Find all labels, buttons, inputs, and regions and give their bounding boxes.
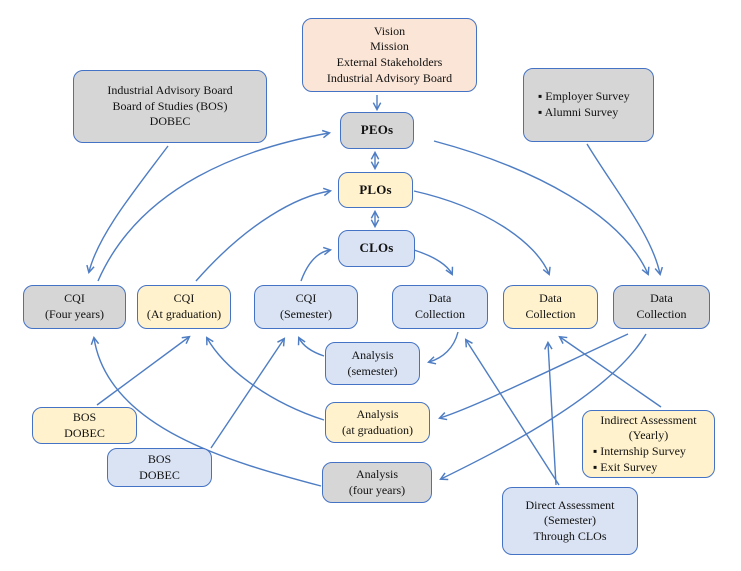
arrow-plos-to-dc-grad — [413, 190, 551, 276]
analysis-four-years-box: Analysis (four years) — [322, 462, 432, 503]
arrow-cqi-four-to-peos — [97, 129, 332, 282]
arrow-cqi-sem-to-clos — [300, 246, 333, 282]
direct-assessment-box: Direct Assessment (Semester) Through CLO… — [502, 487, 638, 555]
bos-dobec-yellow-box: BOS DOBEC — [32, 407, 137, 444]
cqi-semester-text: CQI (Semester) — [280, 291, 332, 321]
clos-label: CLOs — [359, 240, 394, 256]
arrow-indirect-to-dc-grad — [558, 335, 662, 408]
arrow-direct-to-dc-grad — [544, 340, 557, 486]
plos-box: PLOs — [338, 172, 413, 208]
cqi-at-graduation-box: CQI (At graduation) — [137, 285, 231, 329]
arrow-clos-to-dc-sem — [413, 249, 454, 276]
indirect-assessment-box: Indirect Assessment (Yearly) ▪ Internshi… — [582, 410, 715, 478]
analysis-semester-box: Analysis (semester) — [325, 342, 420, 385]
clos-box: CLOs — [338, 230, 415, 267]
cqi-four-years-text: CQI (Four years) — [45, 291, 104, 321]
data-collection-four-years-text: Data Collection — [636, 291, 687, 321]
indirect-assessment-bullets: ▪ Internship Survey ▪ Exit Survey — [593, 444, 686, 474]
arrow-direct-to-dc-sem — [464, 338, 560, 486]
data-collection-semester-box: Data Collection — [392, 285, 488, 329]
bos-dobec-yellow-text: BOS DOBEC — [64, 409, 105, 440]
cqi-four-years-box: CQI (Four years) — [23, 285, 126, 329]
direct-assessment-text: Direct Assessment (Semester) Through CLO… — [525, 497, 615, 543]
analysis-four-years-text: Analysis (four years) — [348, 466, 406, 497]
analysis-semester-text: Analysis (semester) — [347, 347, 398, 378]
arrow-dc-four-to-an-grad — [438, 333, 629, 421]
arrow-advisory-to-cqi-four — [86, 145, 169, 275]
advisory-board-box: Industrial Advisory Board Board of Studi… — [73, 70, 267, 143]
peos-box: PEOs — [340, 112, 414, 149]
vision-mission-box: Vision Mission External Stakeholders Ind… — [302, 18, 477, 92]
data-collection-graduation-box: Data Collection — [503, 285, 598, 329]
arrow-peos-to-dc-four — [433, 140, 650, 276]
analysis-at-graduation-text: Analysis (at graduation) — [342, 406, 413, 437]
vision-mission-text: Vision Mission External Stakeholders Ind… — [326, 23, 453, 85]
arrow-bos-blue-to-cqi-sem — [210, 337, 286, 449]
indirect-assessment-title: Indirect Assessment (Yearly) — [600, 412, 697, 443]
employer-alumni-survey-box: ▪ Employer Survey ▪ Alumni Survey — [523, 68, 654, 142]
arrow-bos-yellow-to-cqi-grad — [96, 335, 191, 406]
arrow-dc-sem-to-an-sem — [427, 331, 459, 365]
data-collection-graduation-text: Data Collection — [525, 291, 576, 321]
data-collection-semester-text: Data Collection — [415, 291, 465, 321]
bos-dobec-blue-text: BOS DOBEC — [139, 451, 180, 482]
arrow-an-sem-to-cqi-sem — [297, 336, 325, 357]
cqi-semester-box: CQI (Semester) — [254, 285, 358, 329]
cqi-at-graduation-text: CQI (At graduation) — [146, 291, 222, 321]
peos-label: PEOs — [360, 122, 394, 138]
plos-label: PLOs — [359, 181, 392, 197]
arrow-cqi-grad-to-plos — [195, 187, 333, 282]
employer-alumni-survey-text: ▪ Employer Survey ▪ Alumni Survey — [538, 89, 630, 119]
advisory-board-text: Industrial Advisory Board Board of Studi… — [107, 83, 233, 129]
data-collection-four-years-box: Data Collection — [613, 285, 710, 329]
arrow-an-grad-to-cqi-grad — [205, 336, 325, 421]
arrow-surveys-to-dc-four — [586, 143, 664, 277]
arrow-an-four-to-cqi-four — [90, 335, 322, 487]
bos-dobec-blue-box: BOS DOBEC — [107, 448, 212, 487]
analysis-at-graduation-box: Analysis (at graduation) — [325, 402, 430, 443]
